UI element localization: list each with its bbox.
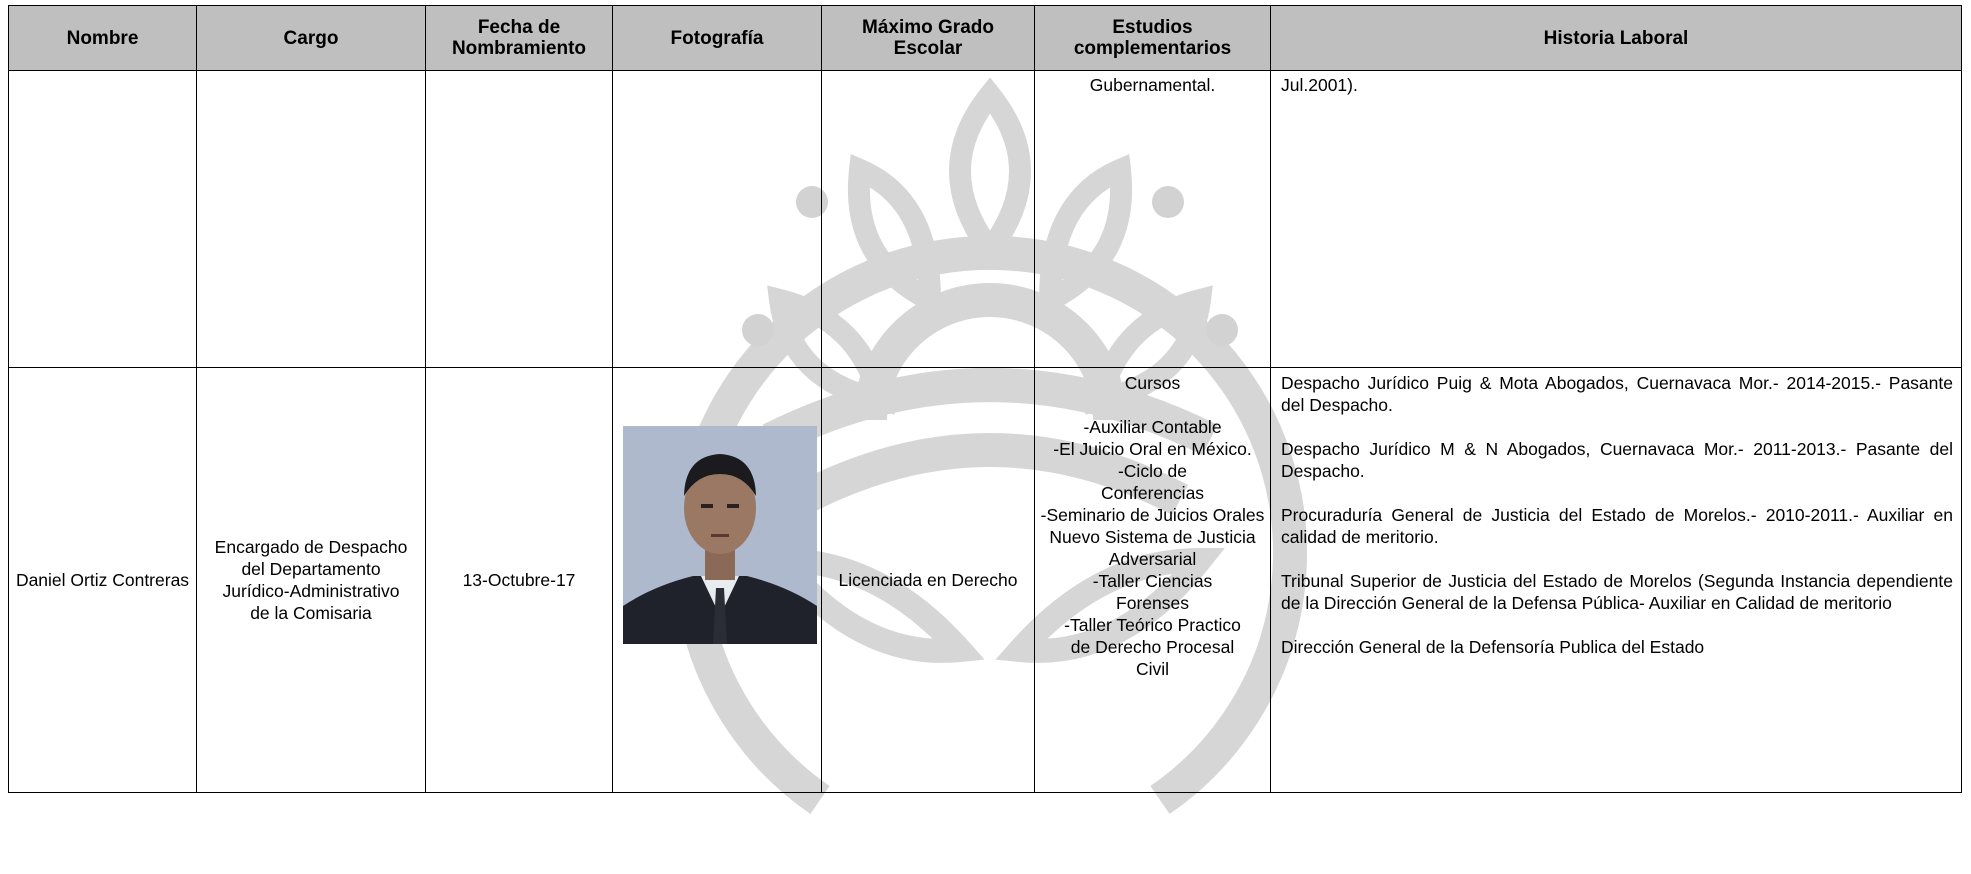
col-header-fecha: Fecha de Nombramiento <box>425 5 613 71</box>
estudios-item: -Seminario de Juicios Orales Nuevo Siste… <box>1040 505 1265 569</box>
table-row: Daniel Ortiz Contreras Encargado de Desp… <box>8 367 1962 793</box>
header-row: Nombre Cargo Fecha de Nombramiento Fotog… <box>8 5 1962 71</box>
historia-entry: Tribunal Superior de Justicia del Estado… <box>1281 571 1953 613</box>
estudios-item: -Ciclo de Conferencias <box>1100 461 1205 503</box>
table-row: Gubernamental. Jul.2001). <box>8 70 1962 368</box>
estudios-item: -Taller Ciencias Forenses <box>1092 571 1213 613</box>
employee-photo-image <box>623 426 817 644</box>
cell-nombre <box>8 70 197 368</box>
col-header-estudios: Estudios complementarios <box>1034 5 1271 71</box>
estudios-item: -Taller Teórico Practico de Derecho Proc… <box>1064 615 1241 679</box>
historia-entry: Despacho Jurídico Puig & Mota Abogados, … <box>1281 373 1953 415</box>
cell-cargo <box>196 70 426 368</box>
cell-fecha: 13-Octubre-17 <box>425 367 613 793</box>
employee-photo <box>623 426 817 644</box>
col-header-grado-line1: Máximo Grado <box>862 17 994 38</box>
col-header-fecha-line1: Fecha de <box>477 17 561 38</box>
col-header-historia: Historia Laboral <box>1270 5 1962 71</box>
historia-text: Jul.2001). <box>1281 75 1358 95</box>
col-header-grado: Máximo Grado Escolar <box>821 5 1035 71</box>
staff-table: Nombre Cargo Fecha de Nombramiento Fotog… <box>8 5 1962 793</box>
cell-historia: Despacho Jurídico Puig & Mota Abogados, … <box>1270 367 1962 793</box>
cell-estudios: Cursos -Auxiliar Contable -El Juicio Ora… <box>1034 367 1271 793</box>
cell-fotografia <box>612 367 822 793</box>
col-header-fotografia: Fotografía <box>612 5 822 71</box>
estudios-item: -Auxiliar Contable <box>1083 417 1222 437</box>
cell-estudios: Gubernamental. <box>1034 70 1271 368</box>
cell-historia: Jul.2001). <box>1270 70 1962 368</box>
estudios-text: Gubernamental. <box>1089 75 1216 95</box>
col-header-nombre: Nombre <box>8 5 197 71</box>
historia-entry: Procuraduría General de Justicia del Est… <box>1281 505 1953 547</box>
col-header-cargo: Cargo <box>196 5 426 71</box>
historia-entry: Despacho Jurídico M & N Abogados, Cuerna… <box>1281 439 1953 481</box>
cell-grado: Licenciada en Derecho <box>821 367 1035 793</box>
cell-nombre: Daniel Ortiz Contreras <box>8 367 197 793</box>
cell-fotografia <box>612 70 822 368</box>
estudios-title: Cursos <box>1124 373 1181 393</box>
cell-fecha <box>425 70 613 368</box>
cell-grado <box>821 70 1035 368</box>
cell-cargo: Encargado de Despacho del Departamento J… <box>196 367 426 793</box>
col-header-grado-line2: Escolar <box>893 38 963 59</box>
col-header-estudios-line1: Estudios <box>1112 17 1193 38</box>
col-header-estudios-line2: complementarios <box>1073 38 1232 59</box>
col-header-fecha-line2: Nombramiento <box>451 38 587 59</box>
estudios-item: -El Juicio Oral en México. <box>1053 439 1252 459</box>
historia-entry: Dirección General de la Defensoría Publi… <box>1281 637 1705 657</box>
